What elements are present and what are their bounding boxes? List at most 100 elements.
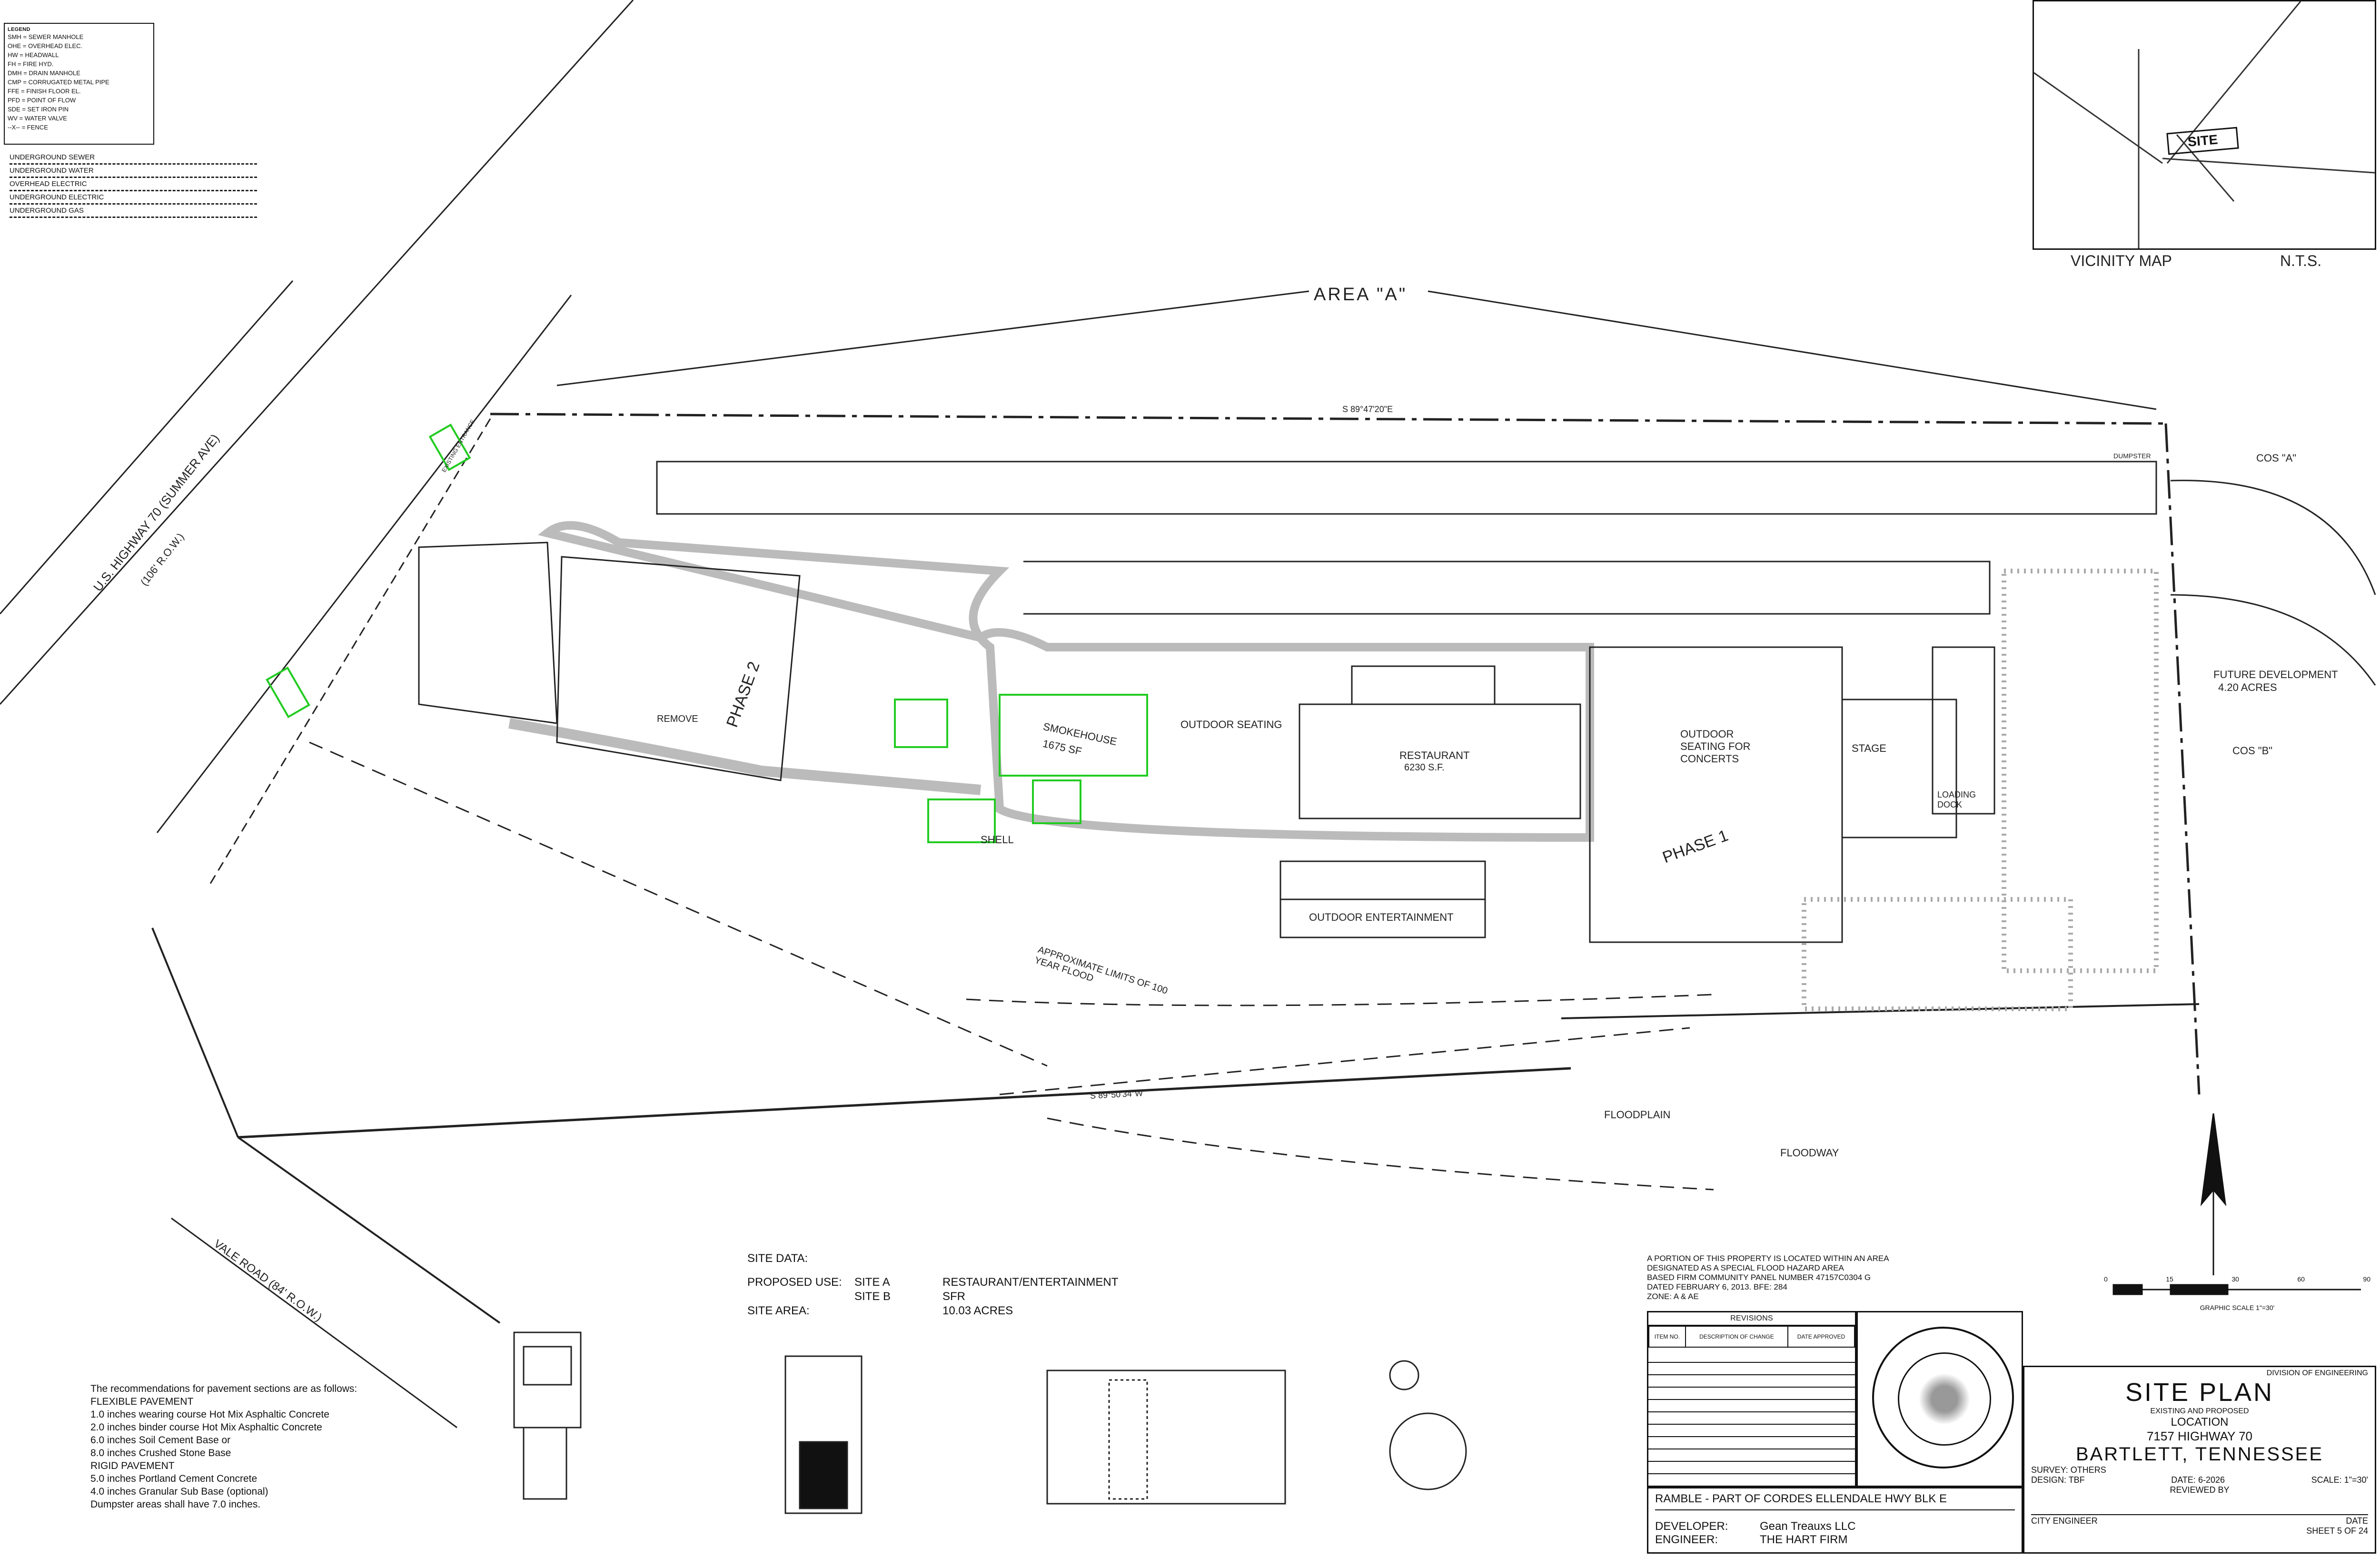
proposed-use-label: PROPOSED USE: bbox=[747, 1276, 842, 1289]
restaurant-label: RESTAURANT bbox=[1399, 749, 1470, 761]
site-area-value: 10.03 ACRES bbox=[942, 1304, 1013, 1317]
loading-dock-label: LOADING DOCK bbox=[1937, 790, 1976, 809]
pavement-note-line: RIGID PAVEMENT bbox=[90, 1460, 175, 1471]
pavement-note-line: The recommendations for pavement section… bbox=[90, 1383, 357, 1394]
legend-item: FFE = FINISH FLOOR EL. bbox=[8, 88, 81, 95]
address: 7157 HIGHWAY 70 bbox=[2146, 1429, 2253, 1443]
shell-label: SHELL bbox=[981, 834, 1014, 846]
survey-label: SURVEY: OTHERS bbox=[2031, 1465, 2106, 1475]
utility-legend-item: UNDERGROUND ELECTRIC bbox=[10, 191, 257, 205]
revisions-title: REVISIONS bbox=[1648, 1312, 1855, 1326]
reviewed-label: REVIEWED BY bbox=[2170, 1485, 2230, 1495]
dumpster-label: DUMPSTER bbox=[2113, 452, 2151, 460]
engineer-label: ENGINEER: bbox=[1655, 1533, 1718, 1546]
site-data-title: SITE DATA: bbox=[747, 1252, 808, 1265]
pavement-note-line: 8.0 inches Crushed Stone Base bbox=[90, 1448, 231, 1458]
location-label: LOCATION bbox=[2171, 1416, 2229, 1429]
scale-tick-label: 15 bbox=[2166, 1275, 2173, 1283]
sheet-number: SHEET 5 OF 24 bbox=[2306, 1526, 2368, 1536]
legend-item: HW = HEADWALL bbox=[8, 51, 59, 59]
division-label: DIVISION OF ENGINEERING bbox=[2266, 1369, 2368, 1377]
scale-tick-label: 0 bbox=[2104, 1275, 2108, 1283]
future-development-label: FUTURE DEVELOPMENT bbox=[2213, 669, 2338, 680]
legend-item: WV = WATER VALVE bbox=[8, 115, 67, 122]
pavement-note-line: 6.0 inches Soil Cement Base or bbox=[90, 1435, 231, 1446]
site-b-use: SFR bbox=[942, 1290, 965, 1303]
flood-hazard-note: A PORTION OF THIS PROPERTY IS LOCATED WI… bbox=[1647, 1254, 1889, 1301]
site-a-use: RESTAURANT/ENTERTAINMENT bbox=[942, 1276, 1119, 1289]
seal-inner-ring bbox=[1898, 1352, 1991, 1446]
scale-value: SCALE: 1"=30' bbox=[2311, 1475, 2368, 1485]
developer-value: Gean Treauxs LLC bbox=[1760, 1520, 1856, 1533]
restaurant-sf: 6230 S.F. bbox=[1404, 762, 1445, 773]
legend-item: SMH = SEWER MANHOLE bbox=[8, 33, 84, 40]
flood-note-line: DESIGNATED AS A SPECIAL FLOOD HAZARD ARE… bbox=[1647, 1263, 1844, 1272]
developer-label: DEVELOPER: bbox=[1655, 1520, 1728, 1533]
flood-note-line: DATED FEBRUARY 6, 2013. BFE: 284 bbox=[1647, 1282, 1787, 1291]
floodplain-label: FLOODPLAIN bbox=[1604, 1109, 1671, 1121]
future-acres-label: 4.20 ACRES bbox=[2218, 681, 2277, 693]
cos-b-label: COS "B" bbox=[2232, 745, 2273, 757]
revisions-col-header: DESCRIPTION OF CHANGE bbox=[1685, 1326, 1789, 1348]
outdoor-entertainment-label: OUTDOOR ENTERTAINMENT bbox=[1309, 911, 1454, 923]
flood-note-line: BASED FIRM COMMUNITY PANEL NUMBER 47157C… bbox=[1647, 1273, 1871, 1282]
sheet-title: SITE PLAN bbox=[2125, 1378, 2274, 1407]
pavement-note-line: 2.0 inches binder course Hot Mix Asphalt… bbox=[90, 1422, 322, 1433]
utility-legend-item: UNDERGROUND GAS bbox=[10, 205, 257, 218]
scale-tick-label: 30 bbox=[2231, 1275, 2239, 1283]
remove-label: REMOVE bbox=[657, 714, 698, 724]
engineer-value: THE HART FIRM bbox=[1760, 1533, 1848, 1546]
pavement-note-line: 4.0 inches Granular Sub Base (optional) bbox=[90, 1486, 268, 1497]
engineer-seal bbox=[1872, 1327, 2014, 1468]
flood-note-line: ZONE: A & AE bbox=[1647, 1292, 1699, 1301]
concert-seating-label: OUTDOOR SEATING FOR CONCERTS bbox=[1680, 728, 1751, 765]
legend-items: SMH = SEWER MANHOLE OHE = OVERHEAD ELEC. H… bbox=[8, 32, 150, 132]
bearing-top: S 89°47'20"E bbox=[1342, 404, 1393, 414]
pavement-note-line: 1.0 inches wearing course Hot Mix Asphal… bbox=[90, 1409, 329, 1420]
revisions-col-header: ITEM NO. bbox=[1648, 1326, 1686, 1348]
vicinity-scale: N.T.S. bbox=[2280, 252, 2322, 269]
scale-caption: GRAPHIC SCALE 1"=30' bbox=[2200, 1304, 2275, 1311]
legend-item: PFD = POINT OF FLOW bbox=[8, 97, 76, 104]
cos-a-label: COS "A" bbox=[2256, 452, 2297, 464]
city-engineer-label: CITY ENGINEER bbox=[2031, 1516, 2098, 1526]
city: BARTLETT, TENNESSEE bbox=[2075, 1444, 2324, 1465]
revisions-col-header: DATE APPROVED bbox=[1787, 1326, 1855, 1348]
date-signoff-label: DATE bbox=[2346, 1516, 2368, 1526]
utility-legend-item: UNDERGROUND WATER bbox=[10, 165, 257, 178]
title-block: DIVISION OF ENGINEERING SITE PLAN EXISTI… bbox=[2023, 1366, 2376, 1554]
legend-box: LEGEND SMH = SEWER MANHOLE OHE = OVERHEAD… bbox=[4, 23, 154, 145]
site-data: SITE DATA: PROPOSED USE: SITE A SITE B R… bbox=[747, 1252, 1118, 1318]
legend-item: SDE = SET IRON PIN bbox=[8, 106, 69, 113]
pavement-note-line: 5.0 inches Portland Cement Concrete bbox=[90, 1473, 258, 1484]
sheet-subtitle: EXISTING AND PROPOSED bbox=[2150, 1407, 2249, 1415]
seal-box bbox=[1856, 1311, 2023, 1487]
utility-legend-item: UNDERGROUND SEWER bbox=[10, 151, 257, 165]
site-a-label: SITE A bbox=[854, 1276, 890, 1289]
legend-item: FH = FIRE HYD. bbox=[8, 60, 54, 68]
floodway-label: FLOODWAY bbox=[1780, 1147, 1839, 1159]
vicinity-map: SITE bbox=[2033, 0, 2376, 250]
date-value: DATE: 6-2026 bbox=[2171, 1475, 2225, 1485]
project-name: RAMBLE - PART OF CORDES ELLENDALE HWY BL… bbox=[1655, 1492, 2015, 1510]
utility-legend-item: OVERHEAD ELECTRIC bbox=[10, 178, 257, 191]
pavement-note-line: FLEXIBLE PAVEMENT bbox=[90, 1396, 194, 1407]
vicinity-title: VICINITY MAP bbox=[2071, 252, 2172, 269]
design-label: DESIGN: TBF bbox=[2031, 1475, 2085, 1485]
scale-tick-label: 60 bbox=[2297, 1275, 2305, 1283]
legend-item: --X-- = FENCE bbox=[8, 124, 48, 131]
site-b-label: SITE B bbox=[854, 1290, 891, 1303]
flood-note-line: A PORTION OF THIS PROPERTY IS LOCATED WI… bbox=[1647, 1254, 1889, 1263]
legend-item: DMH = DRAIN MANHOLE bbox=[8, 69, 80, 77]
legend-item: OHE = OVERHEAD ELEC. bbox=[8, 42, 83, 49]
stage-label: STAGE bbox=[1852, 742, 1886, 754]
pavement-note-line: Dumpster areas shall have 7.0 inches. bbox=[90, 1499, 261, 1510]
site-area-label: SITE AREA: bbox=[747, 1304, 810, 1317]
legend-title: LEGEND bbox=[8, 27, 30, 32]
project-block: RAMBLE - PART OF CORDES ELLENDALE HWY BL… bbox=[1647, 1487, 2023, 1554]
